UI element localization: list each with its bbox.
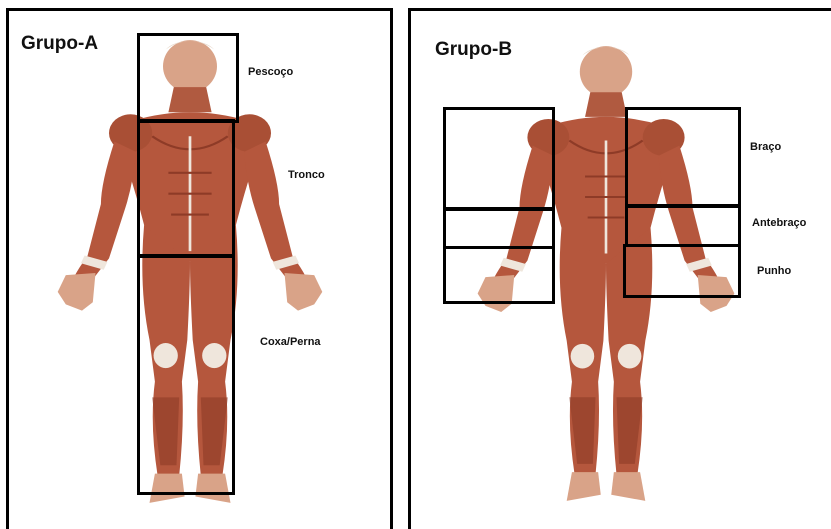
right-wrist-region-box — [623, 244, 741, 298]
group-a-panel: Grupo-A Pescoço Tronco Coxa/Perna — [6, 8, 393, 529]
left-arm-region-box — [443, 107, 555, 211]
left-wrist-region-box — [443, 246, 555, 304]
right-forearm-region-box — [625, 205, 741, 247]
leg-label: Coxa/Perna — [260, 336, 321, 348]
leg-region-box — [137, 255, 235, 495]
right-arm-region-box — [625, 107, 741, 207]
trunk-label: Tronco — [288, 169, 325, 181]
left-forearm-region-box — [443, 207, 555, 249]
neck-region-box — [137, 33, 239, 123]
trunk-region-box — [137, 119, 235, 257]
forearm-label: Antebraço — [752, 217, 806, 229]
arm-label: Braço — [750, 141, 781, 153]
neck-label: Pescoço — [248, 66, 293, 78]
wrist-label: Punho — [757, 265, 791, 277]
group-b-panel: Grupo-B Braço Antebraço Punho — [408, 8, 831, 529]
